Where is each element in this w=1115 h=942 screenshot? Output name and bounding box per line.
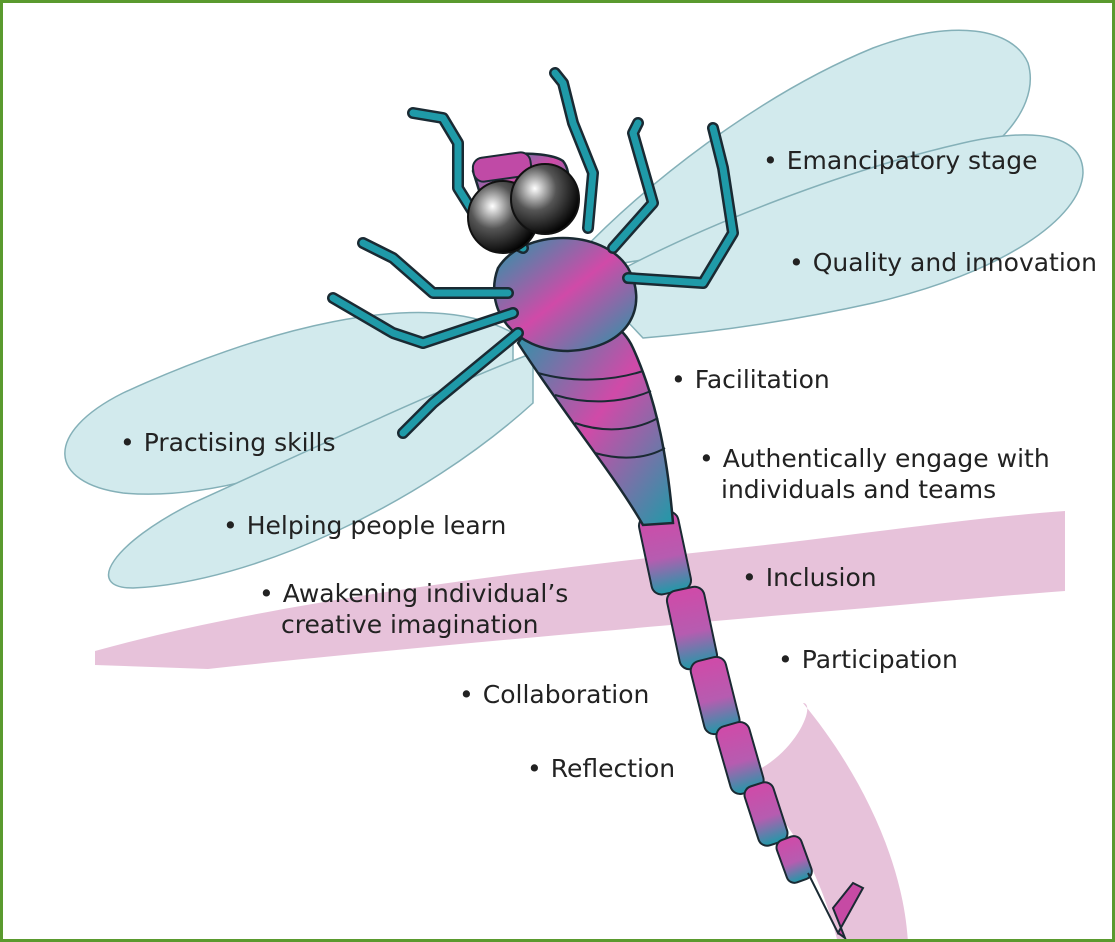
- label-emancipatory-stage: •Emancipatory stage: [763, 145, 1037, 176]
- label-inclusion: •Inclusion: [742, 562, 877, 593]
- eye-right: [511, 164, 579, 234]
- label-practising-skills: •Practising skills: [120, 427, 335, 458]
- label-collaboration: •Collaboration: [459, 679, 649, 710]
- label-helping-people-learn: •Helping people learn: [223, 510, 506, 541]
- label-participation: •Participation: [778, 644, 958, 675]
- label-reflection: •Reflection: [527, 753, 675, 784]
- label-quality-and-innovation: •Quality and innovation: [789, 247, 1097, 278]
- label-facilitation: •Facilitation: [671, 364, 830, 395]
